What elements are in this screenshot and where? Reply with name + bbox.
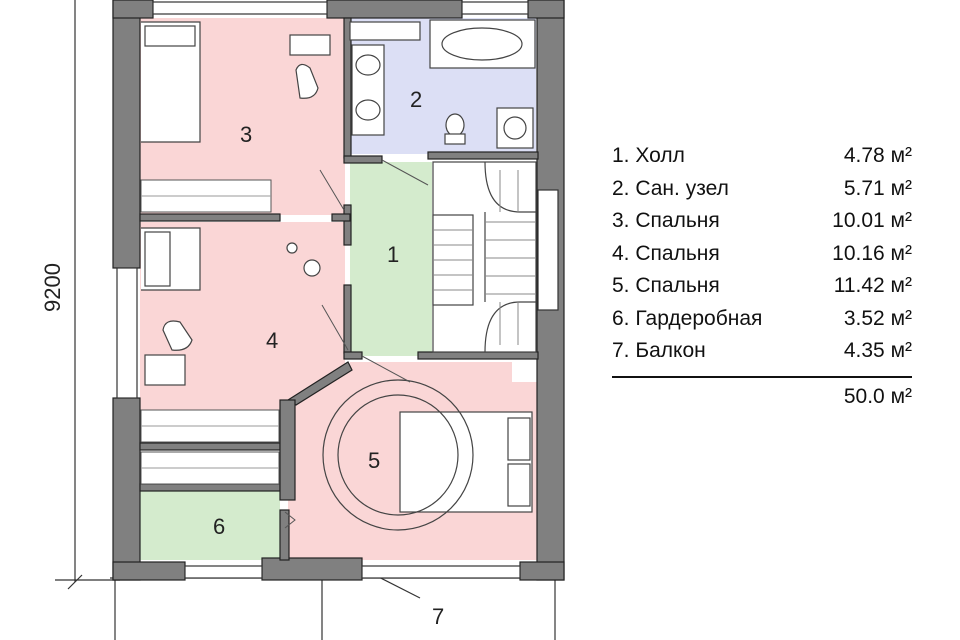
dimension-line	[55, 0, 120, 590]
round-rug	[322, 379, 474, 531]
legend-total: 50.0 м²	[843, 384, 912, 408]
legend-label: 2. Сан. узел	[612, 176, 729, 200]
legend-value: 4.35 м²	[843, 339, 912, 363]
room-label-3: 3	[240, 122, 252, 147]
legend-value: 10.16 м²	[832, 241, 912, 265]
bathroom-fixtures	[349, 19, 536, 149]
room-6-fill	[140, 490, 280, 560]
legend-row: 3. Спальня 10.01 м²	[612, 205, 912, 238]
dimension-label: 9200	[40, 263, 65, 312]
legend-value: 3.52 м²	[843, 306, 912, 330]
room-label-2: 2	[410, 87, 422, 112]
area-legend: 1. Холл 4.78 м² 2. Сан. узел 5.71 м² 3. …	[612, 140, 912, 409]
room-label-1: 1	[387, 242, 399, 267]
door-swings	[284, 159, 429, 529]
legend-label: 6. Гардеробная	[612, 306, 763, 330]
legend-row: 4. Спальня 10.16 м²	[612, 238, 912, 271]
legend-row: 6. Гардеробная 3.52 м²	[612, 303, 912, 336]
legend-label: 5. Спальня	[612, 274, 720, 298]
room-label-7: 7	[432, 604, 444, 629]
legend-label: 4. Спальня	[612, 241, 720, 265]
legend-value: 4.78 м²	[843, 144, 912, 168]
legend-label: 7. Балкон	[612, 339, 706, 363]
legend-divider	[612, 375, 912, 378]
legend-row: 5. Спальня 11.42 м²	[612, 270, 912, 303]
room-label-4: 4	[266, 328, 278, 353]
legend-value: 5.71 м²	[843, 176, 912, 200]
legend-value: 11.42 м²	[833, 274, 912, 298]
furniture	[141, 21, 533, 513]
legend-label: 3. Спальня	[612, 209, 720, 233]
legend-row: 1. Холл 4.78 м²	[612, 140, 912, 173]
room-label-6: 6	[213, 514, 225, 539]
floor-plan: 9200	[40, 0, 565, 640]
legend-label: 1. Холл	[612, 144, 685, 168]
legend-row: 7. Балкон 4.35 м²	[612, 335, 912, 368]
room-label-5: 5	[368, 448, 380, 473]
room-1-fill	[350, 162, 432, 356]
staircase	[432, 161, 537, 353]
windows	[116, 1, 559, 579]
legend-row: 2. Сан. узел 5.71 м²	[612, 173, 912, 206]
legend-value: 10.01 м²	[832, 209, 912, 233]
